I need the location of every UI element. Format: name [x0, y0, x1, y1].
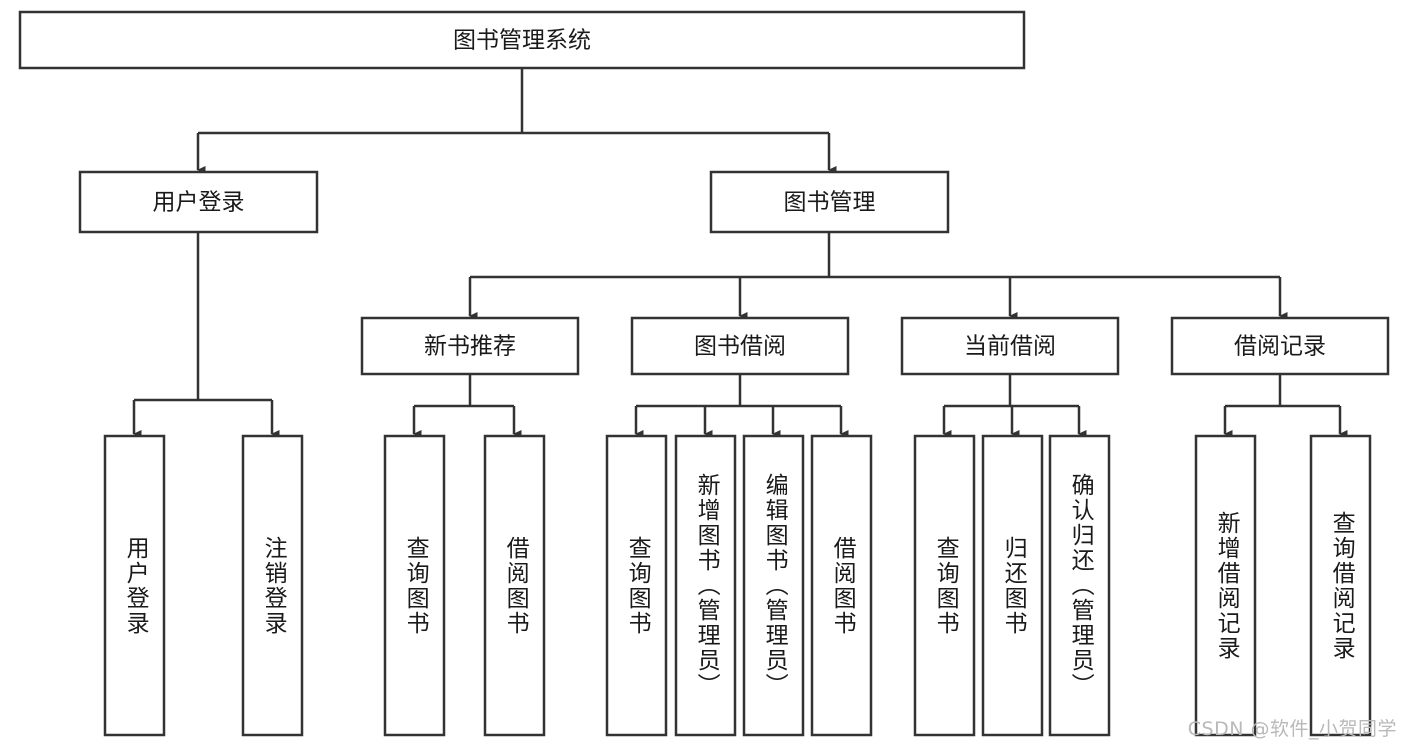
node-label-book-borrow: 图书借阅: [694, 334, 786, 360]
node-leaf-cb-confirm[interactable]: [1048, 434, 1111, 737]
node-label-borrow-record: 借阅记录: [1234, 334, 1326, 360]
connector-conn-cb: [942, 374, 1087, 438]
connector-conn-rec: [412, 374, 522, 438]
node-leaf-bb-edit[interactable]: [742, 434, 805, 737]
node-current-borrow[interactable]: 当前借阅: [900, 316, 1120, 376]
node-leaf-user-login[interactable]: [103, 434, 166, 737]
node-leaf-br-query[interactable]: [1309, 434, 1372, 737]
node-leaf-cb-query[interactable]: [913, 434, 976, 737]
node-book-manage[interactable]: 图书管理: [709, 170, 950, 234]
node-root[interactable]: 图书管理系统: [18, 10, 1026, 70]
connector-conn-bb: [634, 374, 849, 438]
connector-conn-root: [196, 68, 837, 174]
connector-conn-mgmt: [468, 232, 1288, 320]
node-book-borrow[interactable]: 图书借阅: [630, 316, 850, 376]
connector-conn-br: [1223, 374, 1348, 438]
node-leaf-rec-borrow[interactable]: [483, 434, 546, 737]
node-leaf-cb-return[interactable]: [981, 434, 1044, 737]
node-leaf-user-logout[interactable]: [241, 434, 304, 737]
node-leaf-br-add[interactable]: [1194, 434, 1257, 737]
csdn-watermark: CSDN @软件_小贺同学: [1187, 718, 1397, 740]
node-label-book-manage: 图书管理: [784, 190, 876, 216]
node-borrow-record[interactable]: 借阅记录: [1170, 316, 1390, 376]
node-leaf-bb-add[interactable]: [674, 434, 737, 737]
node-label-current-borrow: 当前借阅: [964, 334, 1056, 360]
edges-layer: [132, 68, 1348, 438]
node-label-user-login: 用户登录: [153, 190, 245, 216]
node-user-login[interactable]: 用户登录: [78, 170, 319, 234]
node-leaf-bb-borrow[interactable]: [810, 434, 873, 737]
node-new-book-rec[interactable]: 新书推荐: [360, 316, 580, 376]
node-leaf-bb-query[interactable]: [605, 434, 668, 737]
node-label-root: 图书管理系统: [453, 28, 591, 54]
node-label-new-book-rec: 新书推荐: [424, 334, 516, 360]
node-leaf-rec-query[interactable]: [383, 434, 446, 737]
connector-conn-login: [132, 232, 280, 438]
